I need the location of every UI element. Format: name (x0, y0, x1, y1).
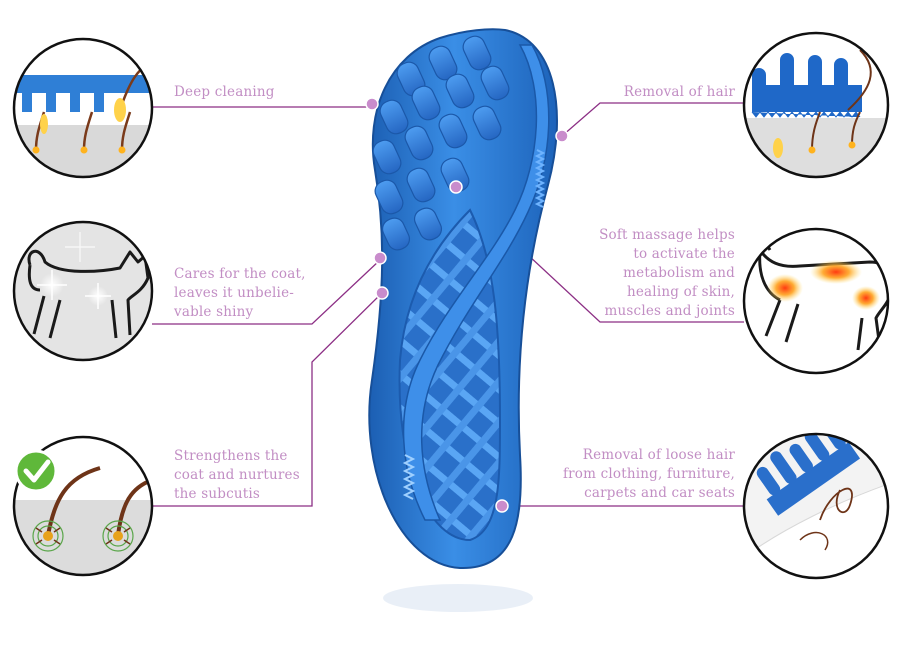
dot-massage (449, 180, 463, 194)
connector-shiny-coat (152, 259, 381, 325)
label-shiny-coat: Cares for the coat, leaves it unbelie- v… (174, 266, 306, 320)
dot-subcutis (375, 286, 389, 300)
checkmark-icon (14, 449, 58, 493)
label-deep-cleaning: Deep cleaning (174, 84, 275, 100)
label-massage: Soft massage helps to activate the metab… (599, 227, 735, 319)
label-loose-hair: Removal of loose hair from clothing, fur… (562, 447, 735, 501)
brush-hair-removal-icon (742, 31, 890, 179)
hair-follicle-checkmark-icon (12, 435, 154, 577)
connector-subcutis (152, 292, 383, 507)
connector-removal-hair (561, 102, 744, 137)
dot-loose-hair (495, 499, 509, 513)
brush-image (368, 28, 558, 612)
sparkling-cat-icon (12, 220, 154, 362)
cat-heat-zones-icon (742, 227, 890, 375)
dot-shiny-coat (373, 251, 387, 265)
connector-dots (365, 97, 569, 513)
label-removal-hair: Removal of hair (623, 84, 735, 100)
label-subcutis: Strengthens the coat and nurtures the su… (174, 448, 300, 502)
dot-removal-hair (555, 129, 569, 143)
brush-fabric-icon (742, 432, 890, 580)
connector-deep-cleaning (152, 104, 373, 108)
dot-deep-cleaning (365, 97, 379, 111)
brush-teeth-skin-icon (12, 37, 154, 179)
